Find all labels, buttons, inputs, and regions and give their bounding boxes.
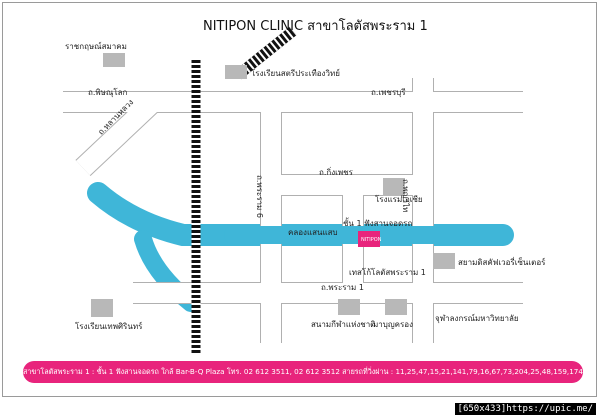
label-ratchakrit: ราชกฤษณ์สมาคม xyxy=(65,42,127,51)
road-lanluang xyxy=(76,94,160,176)
saen-saep-canal xyxy=(87,182,514,246)
clinic-marker xyxy=(358,231,380,247)
label-road-phitsanulok: ถ.พิษณุโลก xyxy=(88,88,128,97)
map-canvas: NITIPON xyxy=(63,26,523,353)
railway-diagonal-ties xyxy=(234,26,297,80)
label-satri-school: โรงเรียนสตรีประเทืองวิทย์ xyxy=(251,69,340,78)
building-satri xyxy=(225,65,247,79)
label-road-phayathai: ถ.พญาไท xyxy=(401,179,410,213)
label-road-rama6: ถ.พระราม 6 xyxy=(255,175,264,218)
building-mbk xyxy=(385,299,407,315)
label-clinic-floor: ชั้น 1 ฟังสานจอดรถ xyxy=(343,219,413,228)
building-asia-hotel xyxy=(383,178,405,196)
map-title: NITIPON CLINIC สาขาโลตัสพระราม 1 xyxy=(203,19,428,34)
label-asia-hotel: โรงแรมเอเชีย xyxy=(375,195,423,204)
label-mbk: มาบุญครอง xyxy=(373,320,414,329)
label-road-phetchaburi: ถ.เพชรบุรี xyxy=(371,88,406,97)
clinic-marker-label: NITIPON xyxy=(361,237,382,243)
label-road-rama1: ถ.พระราม 1 xyxy=(321,283,364,292)
building-ratchakrit xyxy=(103,53,125,67)
address-footer: สาขาโลตัสพระราม 1 : ชั้น 1 ฟังสานจอดรถ ใ… xyxy=(23,361,583,383)
label-road-kiatphet: ถ.กิ่งเพชร xyxy=(319,168,353,177)
label-thephasirin: โรงเรียนเทพศิรินทร์ xyxy=(75,322,143,331)
building-stadium xyxy=(338,299,360,315)
label-canal: คลองแสนแสบ xyxy=(288,228,338,237)
building-siam-discovery xyxy=(433,253,455,269)
label-lotus: เทสโก้โลตัสพระราม 1 xyxy=(349,268,426,277)
label-siam-discovery: สยามดิสคัฟเวอรี่เซ็นเตอร์ xyxy=(458,258,546,267)
map-frame: NITIPON NITIPON CLINIC สาขาโลตัสพระราม 1… xyxy=(2,2,597,397)
label-chula: จุฬาลงกรณ์มหาวิทยาลัย xyxy=(435,314,519,323)
building-thephasirin xyxy=(91,299,113,317)
label-stadium: สนามกีฬาแห่งชาติ xyxy=(311,320,376,329)
image-credit[interactable]: [650x433]https://upic.me/ xyxy=(454,403,596,415)
